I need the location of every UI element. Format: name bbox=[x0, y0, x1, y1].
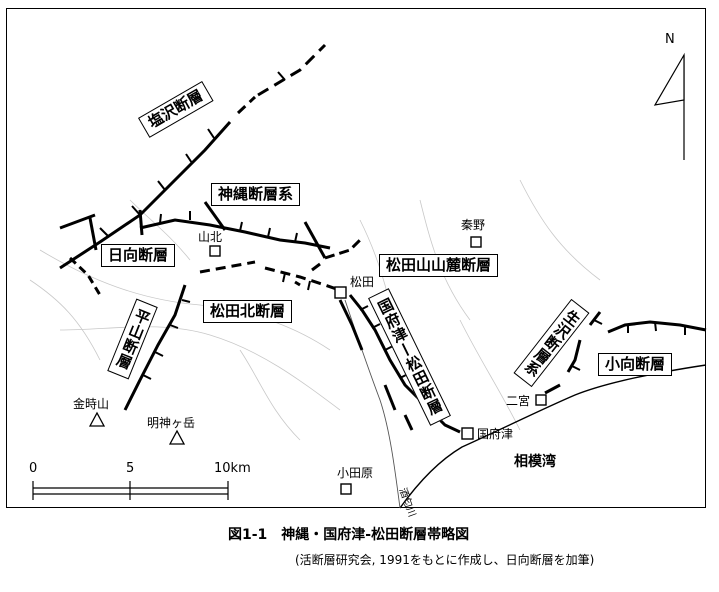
kozu-marker bbox=[461, 427, 474, 440]
kintokisan-marker bbox=[88, 411, 106, 427]
town-markers bbox=[209, 236, 547, 495]
mountain-markers bbox=[88, 411, 186, 445]
myojingatake-marker bbox=[168, 429, 186, 445]
odawara-label: 小田原 bbox=[337, 466, 374, 480]
shiozawa-fault bbox=[59, 43, 327, 270]
ninomiya-label: 二宮 bbox=[506, 394, 531, 408]
scale-five-label: 5 bbox=[126, 461, 135, 476]
komukai-fault-label: 小向断層 bbox=[598, 353, 673, 376]
north-label: N bbox=[665, 32, 675, 47]
myojingatake-label: 明神ヶ岳 bbox=[147, 416, 196, 430]
hinata-fault bbox=[199, 260, 256, 274]
river-network bbox=[29, 179, 601, 441]
hadano-marker bbox=[470, 236, 482, 248]
hadano-label: 秦野 bbox=[461, 218, 486, 232]
matsuda-label: 松田 bbox=[350, 275, 375, 289]
scale-ten-label: 10km bbox=[214, 461, 251, 476]
figure-caption-source: (活断層研究会, 1991をもとに作成し、日向断層を加筆) bbox=[295, 553, 595, 567]
kozu-label: 国府津 bbox=[477, 427, 514, 441]
yamakita-marker bbox=[209, 245, 221, 257]
map-frame bbox=[6, 8, 706, 508]
coastline bbox=[399, 364, 707, 509]
kanawa-fault-system bbox=[138, 201, 362, 260]
north-arrow bbox=[653, 52, 685, 160]
ikusawa-fault-system bbox=[544, 311, 603, 395]
kintokisan-label: 金時山 bbox=[73, 397, 110, 411]
matsuda-sanroku-fault-label: 松田山山麓断層 bbox=[379, 254, 499, 277]
yamakita-label: 山北 bbox=[198, 230, 223, 244]
ninomiya-marker bbox=[535, 394, 547, 406]
sagami-bay-label: 相模湾 bbox=[514, 454, 556, 470]
western-faults bbox=[59, 213, 102, 296]
odawara-marker bbox=[340, 483, 352, 495]
hirayama-fault bbox=[123, 284, 191, 411]
figure-caption-title: 図1-1 神縄・国府津-松田断層帯略図 bbox=[228, 527, 470, 543]
komukai-fault bbox=[607, 320, 707, 335]
scale-zero-label: 0 bbox=[29, 461, 38, 476]
matsuda-faults bbox=[264, 262, 346, 294]
matsuda-marker bbox=[334, 286, 347, 299]
hinata-fault-label: 日向断層 bbox=[101, 244, 176, 267]
kanawa-fault-label: 神縄断層系 bbox=[211, 183, 301, 206]
scale-bar bbox=[32, 481, 229, 500]
matsuda-kita-fault-label: 松田北断層 bbox=[203, 300, 293, 323]
